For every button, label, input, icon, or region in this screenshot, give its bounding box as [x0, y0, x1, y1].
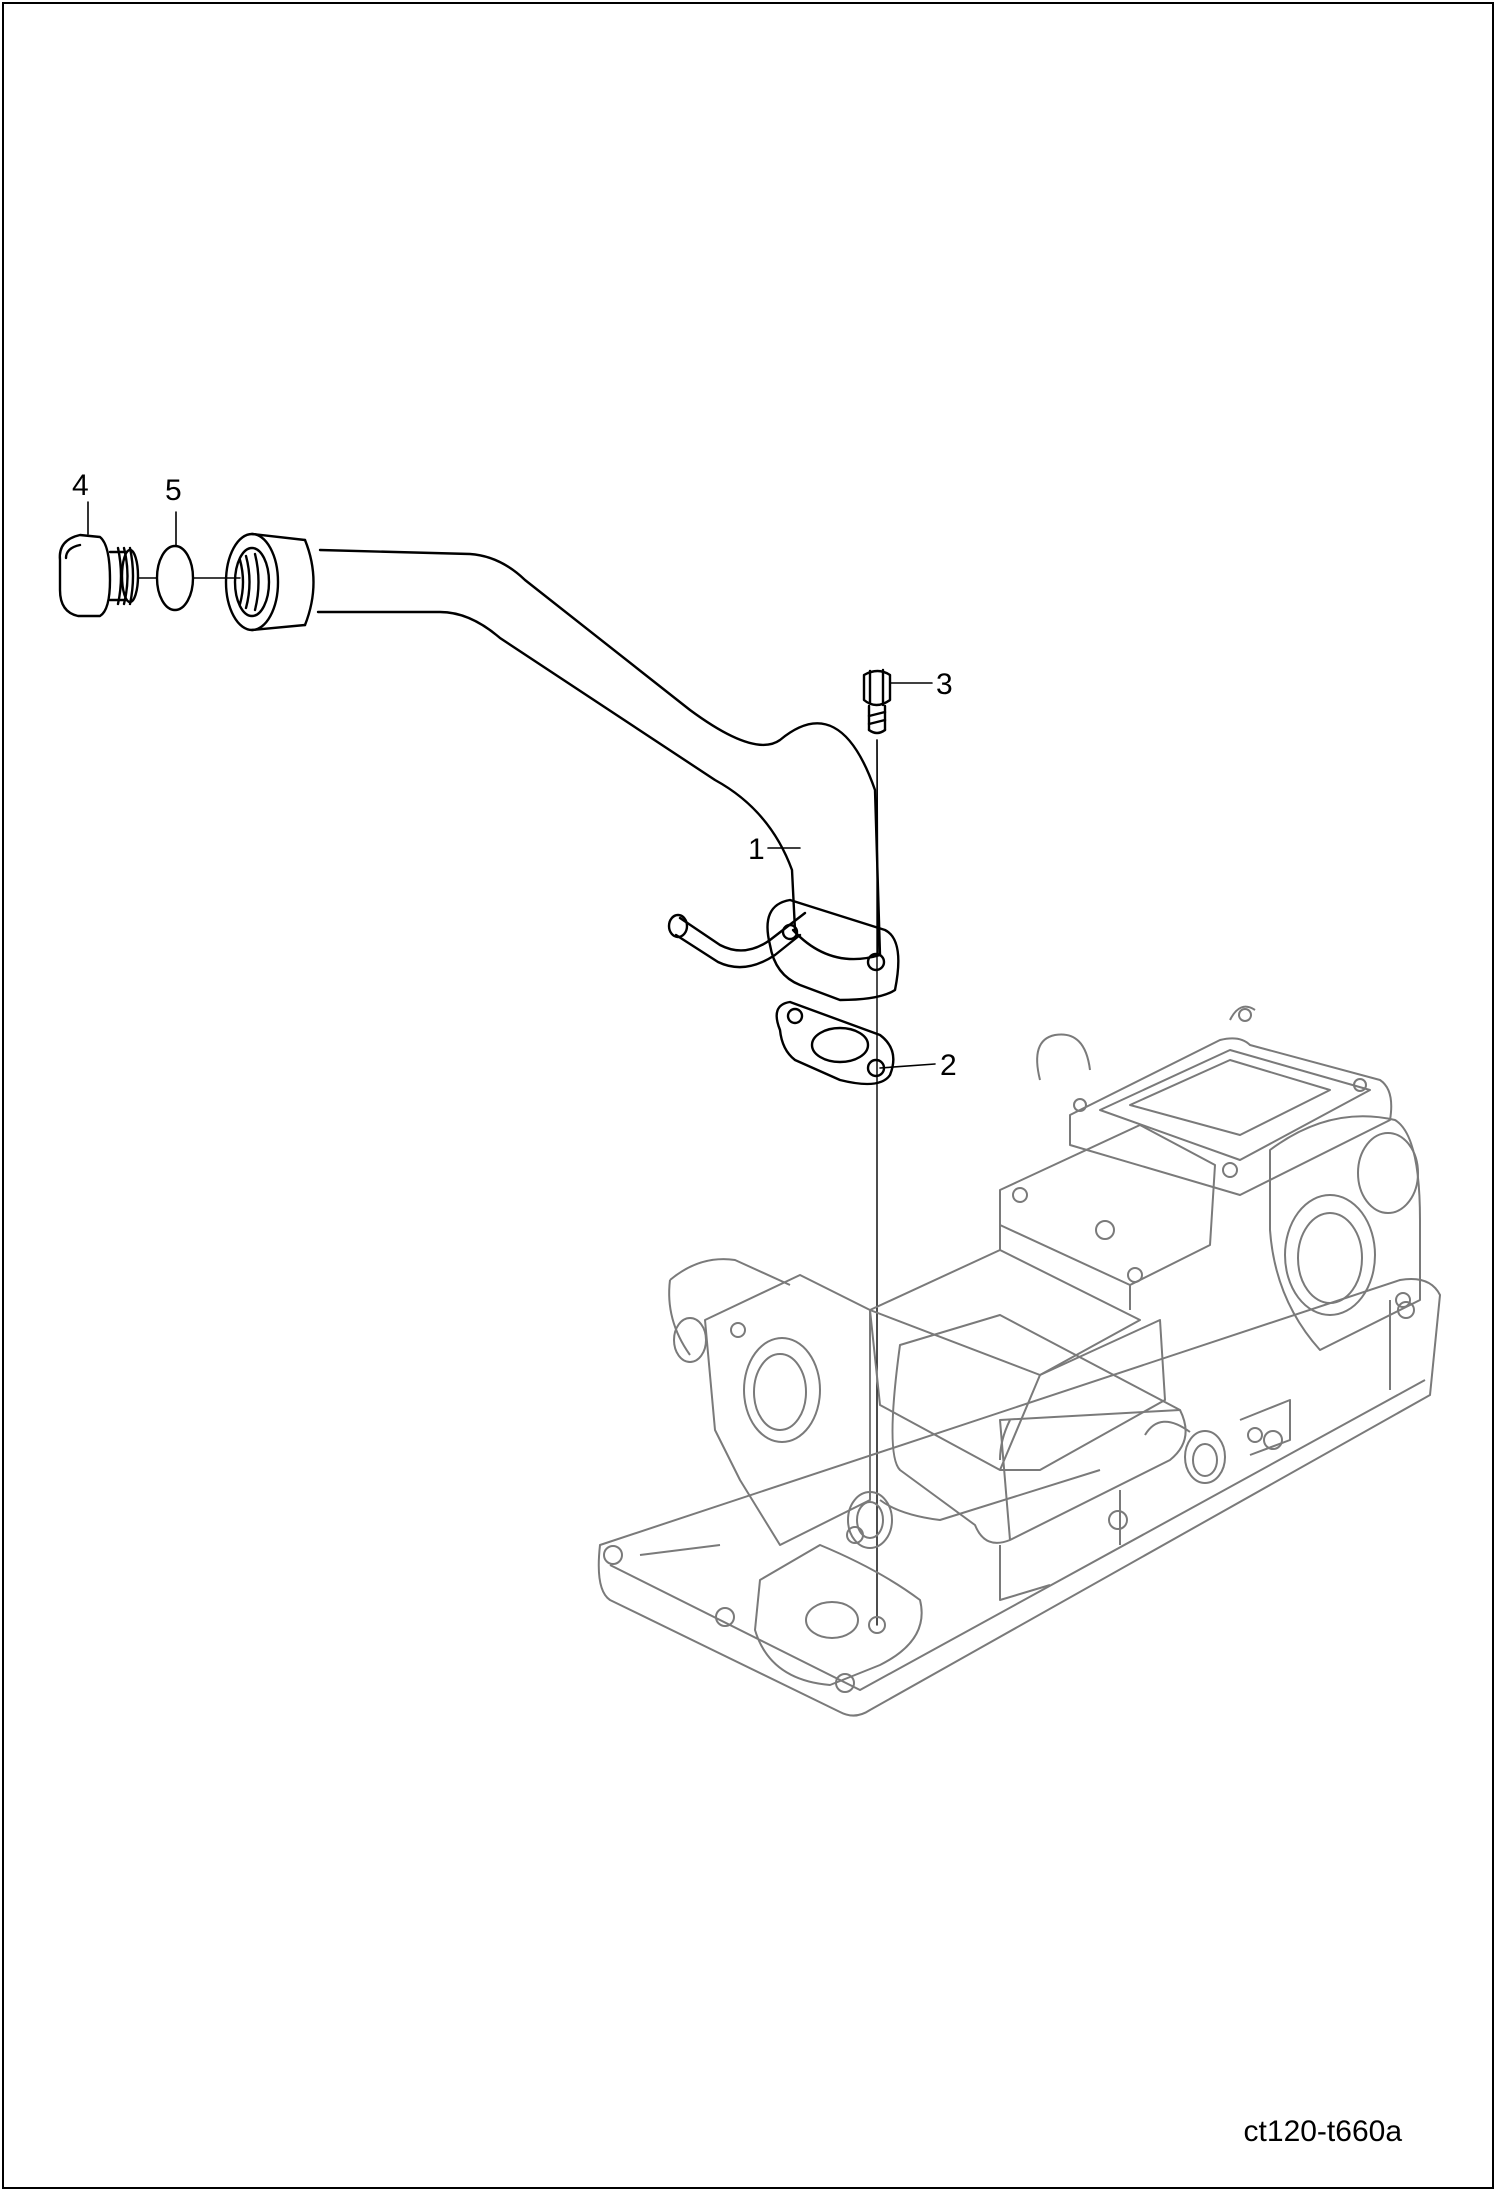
- callout-5: 5: [165, 474, 182, 507]
- o-ring-part: [155, 544, 195, 612]
- gasket-part: [775, 1000, 895, 1086]
- housing-casting: [597, 1005, 1441, 1717]
- pipe-part: [224, 532, 900, 1002]
- plug-part: [58, 533, 140, 618]
- drawing-code: ct120-t660a: [1243, 2115, 1402, 2148]
- bolt-part: [862, 668, 892, 735]
- callout-4: 4: [72, 469, 89, 502]
- callout-1: 1: [748, 833, 765, 866]
- callout-2: 2: [940, 1049, 957, 1082]
- callout-3: 3: [936, 668, 953, 701]
- leader-2: [879, 1063, 936, 1069]
